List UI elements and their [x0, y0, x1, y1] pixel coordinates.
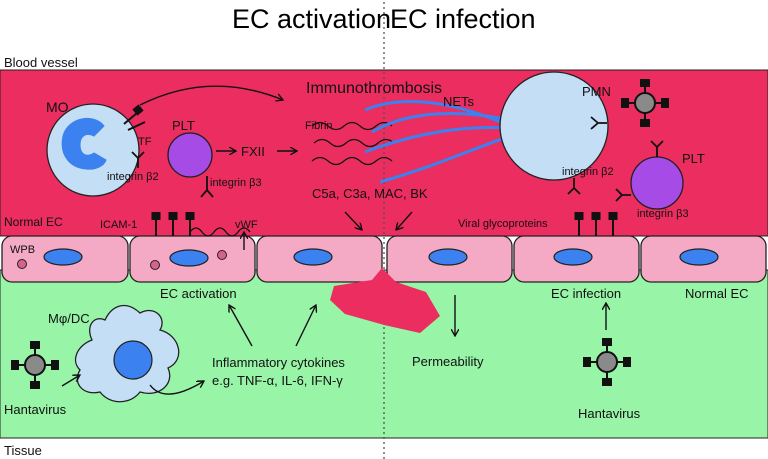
- monocyte-nucleus: [61, 117, 107, 170]
- nucleus: [428, 248, 468, 266]
- integrin-receptor: [650, 140, 664, 157]
- nucleus: [169, 249, 209, 267]
- label-viral-glycoproteins: Viral glycoproteins: [458, 218, 548, 230]
- fibrin-strands: [311, 121, 395, 166]
- platelet-left: [167, 132, 213, 178]
- label-mphi-dc: Mφ/DC: [48, 311, 90, 326]
- arrow-virus-to-mphi: [61, 375, 80, 387]
- arrow-complement-right: [396, 211, 413, 230]
- ec-nuclei: [43, 248, 719, 267]
- label-integrin-b3-right: integrin β3: [637, 208, 689, 220]
- blood-leak: [330, 268, 440, 333]
- label-ec-activation: EC activation: [160, 286, 237, 301]
- label-fibrin: Fibrin: [305, 120, 333, 132]
- arrow-complement-left: [344, 211, 362, 230]
- label-nets: NETs: [443, 94, 475, 109]
- integrin-receptor: [567, 178, 581, 195]
- label-hantavirus-right: Hantavirus: [578, 406, 641, 421]
- vwf-strands: [189, 227, 251, 237]
- label-integrin-b3-left: integrin β3: [210, 177, 262, 189]
- label-hantavirus-left: Hantavirus: [4, 402, 67, 417]
- label-fxii: FXII: [241, 144, 265, 159]
- integrin-receptor: [615, 188, 631, 202]
- label-normal-ec-left: Normal EC: [4, 215, 63, 229]
- label-icam1: ICAM-1: [100, 219, 137, 231]
- arrow-mphi-to-cytokines: [149, 381, 204, 395]
- pmn-cell: [499, 71, 609, 181]
- nucleus: [553, 248, 593, 266]
- nets-curves: [364, 100, 511, 184]
- label-mo: MO: [46, 99, 69, 115]
- hantavirus-particle-tissue-right: [583, 338, 631, 386]
- label-integrin-b2-right: integrin β2: [562, 166, 614, 178]
- arrow-cytokines-to-ec-activation: [229, 305, 253, 347]
- arrow-mo-to-immunothrombosis: [139, 85, 283, 106]
- platelet-right: [630, 156, 684, 210]
- hantavirus-particle-blood: [621, 79, 669, 127]
- label-permeability: Permeability: [412, 354, 484, 369]
- nucleus: [43, 248, 83, 266]
- integrin-receptor: [131, 151, 145, 168]
- arrow-cytokines-to-ec: [295, 305, 316, 347]
- label-plt-left: PLT: [172, 118, 195, 133]
- blood-vessel-label: Blood vessel: [4, 55, 78, 70]
- nucleus: [679, 248, 719, 266]
- hantavirus-particle-tissue-left: [11, 341, 59, 389]
- weibel-palade-bodies: [17, 250, 227, 270]
- tf-receptors: [123, 104, 146, 131]
- tissue-label: Tissue: [4, 443, 42, 458]
- label-cytokines-line1: Inflammatory cytokines: [212, 355, 345, 370]
- icam1-receptors: [151, 212, 195, 236]
- label-normal-ec-right: Normal EC: [685, 286, 749, 301]
- label-integrin-b2-left: integrin β2: [107, 171, 159, 183]
- macrophage-nucleus: [113, 340, 153, 380]
- label-pmn: PMN: [582, 84, 611, 99]
- heading-ec-infection: EC infection: [390, 4, 536, 34]
- label-plt-right: PLT: [682, 151, 705, 166]
- label-tf: TF: [138, 136, 152, 148]
- viral-glycoprotein-receptors: [574, 212, 618, 236]
- integrin-receptor: [590, 116, 607, 130]
- label-ec-infection: EC infection: [551, 286, 621, 301]
- label-wpb: WPB: [10, 244, 35, 256]
- nucleus: [293, 248, 333, 266]
- label-cytokines-line2: e.g. TNF-α, IL-6, IFN-γ: [212, 373, 343, 388]
- integrin-receptor: [200, 176, 214, 198]
- label-immunothrombosis: Immunothrombosis: [306, 80, 442, 97]
- heading-ec-activation: EC activation: [232, 4, 391, 34]
- label-vwf: vWF: [235, 219, 258, 231]
- label-complement: C5a, C3a, MAC, BK: [312, 186, 428, 201]
